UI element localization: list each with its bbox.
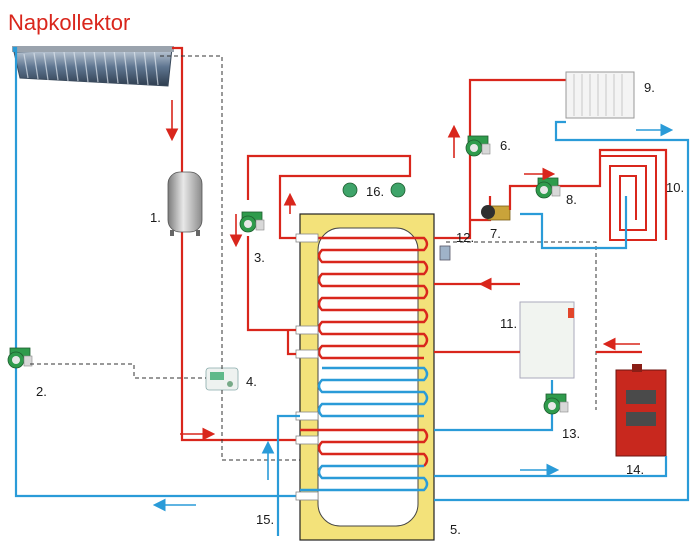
solar-controller	[205, 367, 239, 391]
label-6: 6.	[500, 138, 511, 153]
middle-coil	[317, 366, 429, 418]
upper-heating-coil	[317, 236, 429, 360]
radiator	[565, 71, 635, 119]
pump-icon	[465, 135, 491, 157]
label-4: 4.	[246, 374, 257, 389]
label-2: 2.	[36, 384, 47, 399]
label-16: 16.	[366, 184, 384, 199]
expansion-vessel	[167, 171, 203, 236]
sensor-line-pump	[30, 363, 206, 379]
label-3: 3.	[254, 250, 265, 265]
storage-tank	[299, 213, 435, 541]
radiator-flow-pipe	[434, 78, 566, 240]
pump-icon	[543, 393, 569, 415]
lower-solar-coil	[300, 428, 429, 467]
pump-icon	[7, 347, 33, 369]
pump-icon	[239, 211, 265, 233]
label-15: 15.	[256, 512, 274, 527]
pump3-return-pipe	[246, 236, 296, 332]
solar-collector	[12, 46, 174, 87]
solid-fuel-boiler	[615, 364, 667, 457]
cold-water-inlet-pipe	[276, 414, 300, 536]
tank-sensor	[439, 245, 451, 261]
lower-blue-coil	[300, 464, 429, 492]
floor-flow-pipe	[508, 148, 668, 240]
label-1: 1.	[150, 210, 161, 225]
label-8: 8.	[566, 192, 577, 207]
solar-return-pipe	[12, 46, 297, 498]
label-5: 5.	[450, 522, 461, 537]
boiler-circuit-pipe	[434, 380, 554, 432]
solar-flow-pipe	[172, 46, 184, 172]
pump-icon	[535, 177, 561, 199]
solid-boiler-return-pipe	[434, 456, 668, 478]
label-13: 13.	[562, 426, 580, 441]
diagram-title: Napkollektor	[8, 10, 130, 35]
solar-flow-to-tank-pipe	[180, 232, 297, 442]
label-7: 7.	[490, 226, 501, 241]
wall-boiler	[519, 301, 575, 379]
pump3-branch-pipe	[286, 330, 296, 356]
mixing-valve	[481, 205, 511, 221]
label-9: 9.	[644, 80, 655, 95]
label-14: 14.	[626, 462, 644, 477]
sensor-lamps	[342, 182, 406, 198]
sensor-line-boiler	[446, 241, 597, 410]
floor-heating-loop	[600, 155, 657, 241]
label-11: 11.	[500, 316, 517, 331]
sensor-line-tank	[221, 390, 300, 461]
floor-return-pipe	[520, 196, 628, 250]
label-12: 12.	[456, 230, 474, 245]
radiator-return-pipe	[434, 120, 690, 502]
label-10: 10.	[666, 180, 684, 195]
pump3-flow-pipe	[246, 154, 412, 240]
